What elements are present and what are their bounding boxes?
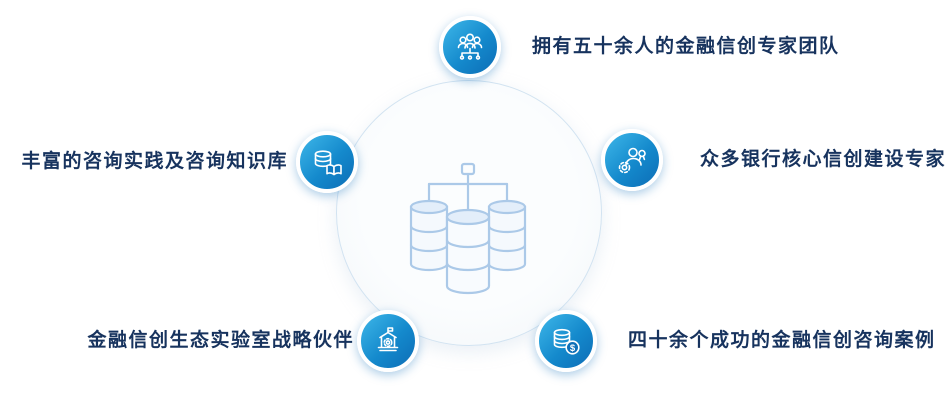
feature-label-team: 拥有五十余人的金融信创专家团队 bbox=[532, 36, 840, 57]
feature-badge-team bbox=[439, 16, 501, 78]
feature-badge-knowledge-base bbox=[296, 131, 358, 193]
feature-label-bank-expert: 众多银行核心信创建设专家 bbox=[700, 149, 947, 170]
knowledge-base-icon bbox=[314, 150, 342, 176]
svg-text:$: $ bbox=[570, 343, 576, 354]
team-icon bbox=[457, 33, 483, 60]
bank-expert-icon bbox=[618, 147, 646, 174]
feature-badge-bank-expert bbox=[601, 129, 663, 191]
success-cases-icon: $ bbox=[553, 328, 580, 355]
feature-label-ecosystem-lab: 金融信创生态实验室战略伙伴 bbox=[87, 330, 354, 351]
feature-label-knowledge-base: 丰富的咨询实践及咨询知识库 bbox=[21, 151, 288, 172]
database-cluster-icon bbox=[409, 162, 527, 295]
feature-badge-ecosystem-lab bbox=[357, 310, 419, 372]
feature-badge-success-cases: $ bbox=[535, 310, 597, 372]
ecosystem-lab-icon bbox=[377, 327, 399, 352]
feature-label-success-cases: 四十余个成功的金融信创咨询案例 bbox=[628, 330, 936, 351]
